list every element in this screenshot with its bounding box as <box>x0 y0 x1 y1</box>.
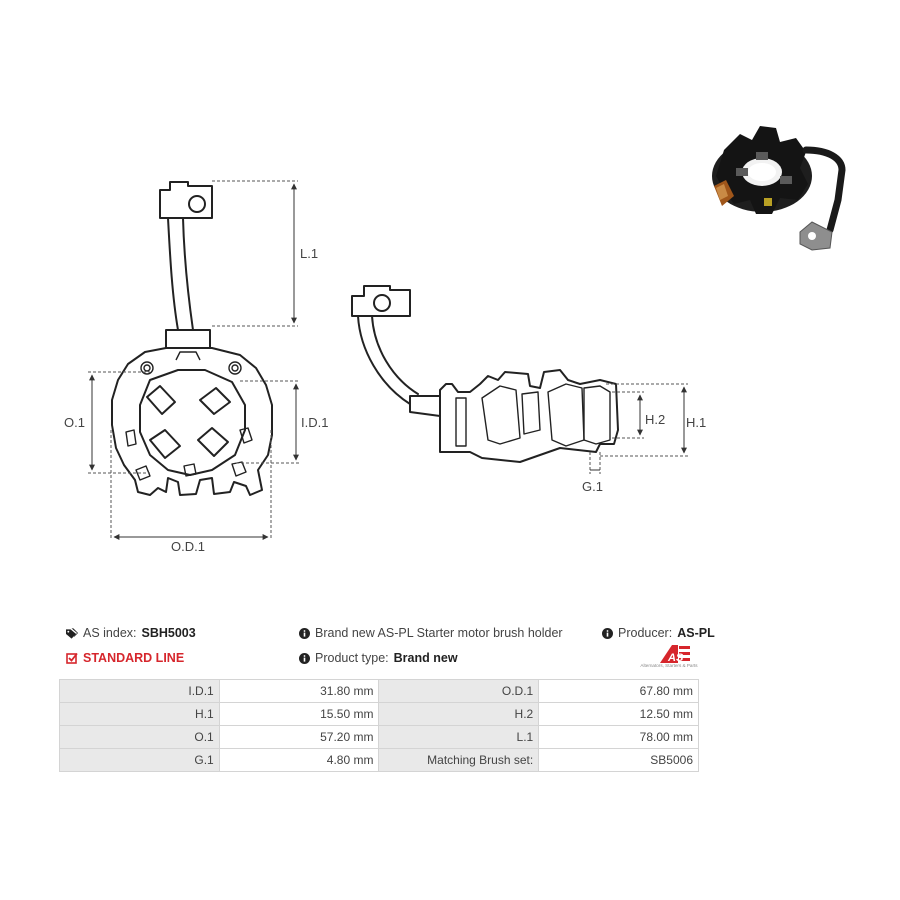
spec-value: 31.80 mm <box>218 679 380 703</box>
logo-tagline: Alternators, Starters & Parts <box>640 663 698 668</box>
terminal-hole <box>188 195 206 213</box>
as-index-value: SBH5003 <box>141 626 196 640</box>
as-index-label: AS index: <box>83 626 137 640</box>
table-row: O.1 57.20 mm L.1 78.00 mm <box>59 725 699 749</box>
slot-center <box>183 463 197 477</box>
producer-value: AS-PL <box>677 626 715 640</box>
label-l1: L.1 <box>300 246 318 261</box>
producer-row: Producer: AS-PL <box>601 626 715 640</box>
side-wire-boot <box>409 395 441 417</box>
label-g1: G.1 <box>582 479 603 494</box>
table-row: H.1 15.50 mm H.2 12.50 mm <box>59 702 699 726</box>
spec-label: H.2 <box>378 702 540 726</box>
spec-label: Matching Brush set: <box>378 748 540 772</box>
standard-line-row: STANDARD LINE <box>66 651 184 665</box>
side-clip <box>455 397 467 447</box>
central-bore <box>139 369 246 476</box>
front-view-drawing <box>111 181 273 496</box>
spec-value: 78.00 mm <box>538 725 699 749</box>
wire-boot <box>165 329 211 349</box>
spec-value: 15.50 mm <box>218 702 380 726</box>
side-brush-box-right <box>583 385 611 445</box>
dimension-h2: H.2 <box>612 391 665 439</box>
spec-value: 12.50 mm <box>538 702 699 726</box>
brush-box-lower-right <box>197 427 229 457</box>
spec-label: O.D.1 <box>378 679 540 703</box>
tag-icon <box>66 627 78 639</box>
dimension-g1: G.1 <box>582 452 603 494</box>
description-text: Brand new AS-PL Starter motor brush hold… <box>315 626 563 640</box>
label-od1: O.D.1 <box>171 539 205 554</box>
dimension-h1: H.1 <box>600 383 706 457</box>
producer-label: Producer: <box>618 626 673 640</box>
spec-label: I.D.1 <box>59 679 220 703</box>
side-brush-box-left <box>481 385 521 445</box>
terminal-tab <box>159 181 213 219</box>
side-body-base <box>439 369 619 463</box>
side-terminal-hole <box>373 294 391 312</box>
spec-label: O.1 <box>59 725 220 749</box>
product-type-label: Product type: <box>315 651 389 665</box>
brush-box-upper-right <box>199 387 231 415</box>
spec-label: G.1 <box>59 748 220 772</box>
dimension-o1: O.1 <box>64 371 150 474</box>
label-h2: H.2 <box>645 412 665 427</box>
brush-box-upper-left <box>146 385 176 415</box>
slot-bottom-left <box>135 465 151 481</box>
checkbox-icon <box>66 652 78 664</box>
spec-value: 57.20 mm <box>218 725 380 749</box>
label-id1: I.D.1 <box>301 415 328 430</box>
product-type-row: Product type: Brand new <box>298 651 458 665</box>
side-terminal-tab <box>351 285 411 317</box>
as-logo-mark: AS <box>660 645 690 664</box>
description-row: Brand new AS-PL Starter motor brush hold… <box>298 626 563 640</box>
label-o1: O.1 <box>64 415 85 430</box>
slot-bottom-right <box>231 461 247 477</box>
as-pl-logo: AS Alternators, Starters & Parts <box>638 643 700 673</box>
dimension-l1: L.1 <box>212 180 318 327</box>
product-type-value: Brand new <box>393 651 458 665</box>
lead-wire <box>167 217 194 331</box>
info-circle-icon <box>298 652 310 664</box>
side-lead-wire <box>357 315 419 405</box>
label-h1: H.1 <box>686 415 706 430</box>
as-index-row: AS index: SBH5003 <box>66 626 196 640</box>
spec-value: 4.80 mm <box>218 748 380 772</box>
standard-line-label: STANDARD LINE <box>83 651 185 665</box>
spec-value: 67.80 mm <box>538 679 699 703</box>
side-spring <box>521 391 541 435</box>
mount-hole-right-inner <box>231 364 239 372</box>
mount-hole-left <box>140 361 154 375</box>
info-circle-icon <box>298 627 310 639</box>
spec-table: I.D.1 31.80 mm O.D.1 67.80 mm H.1 15.50 … <box>59 679 699 772</box>
dimension-id1: I.D.1 <box>236 380 328 464</box>
brush-box-lower-left <box>149 429 181 459</box>
product-photo <box>712 126 846 251</box>
table-row: G.1 4.80 mm Matching Brush set: SB5006 <box>59 748 699 772</box>
side-view-drawing <box>351 285 619 463</box>
dimension-od1: O.D.1 <box>110 430 272 554</box>
side-brush-box-center <box>547 383 585 447</box>
slot-right <box>239 427 253 444</box>
mount-hole-right <box>228 361 242 375</box>
table-row: I.D.1 31.80 mm O.D.1 67.80 mm <box>59 679 699 703</box>
logo-text: AS <box>667 652 684 664</box>
notch-top <box>175 351 201 361</box>
plate-outline <box>111 347 273 496</box>
spec-value: SB5006 <box>538 748 699 772</box>
spec-label: H.1 <box>59 702 220 726</box>
info-circle-icon <box>601 627 613 639</box>
technical-drawing: L.1 O.1 I.D.1 O.D.1 H.2 <box>64 126 846 554</box>
spec-label: L.1 <box>378 725 540 749</box>
slot-left <box>125 429 137 447</box>
mount-hole-left-inner <box>143 364 151 372</box>
